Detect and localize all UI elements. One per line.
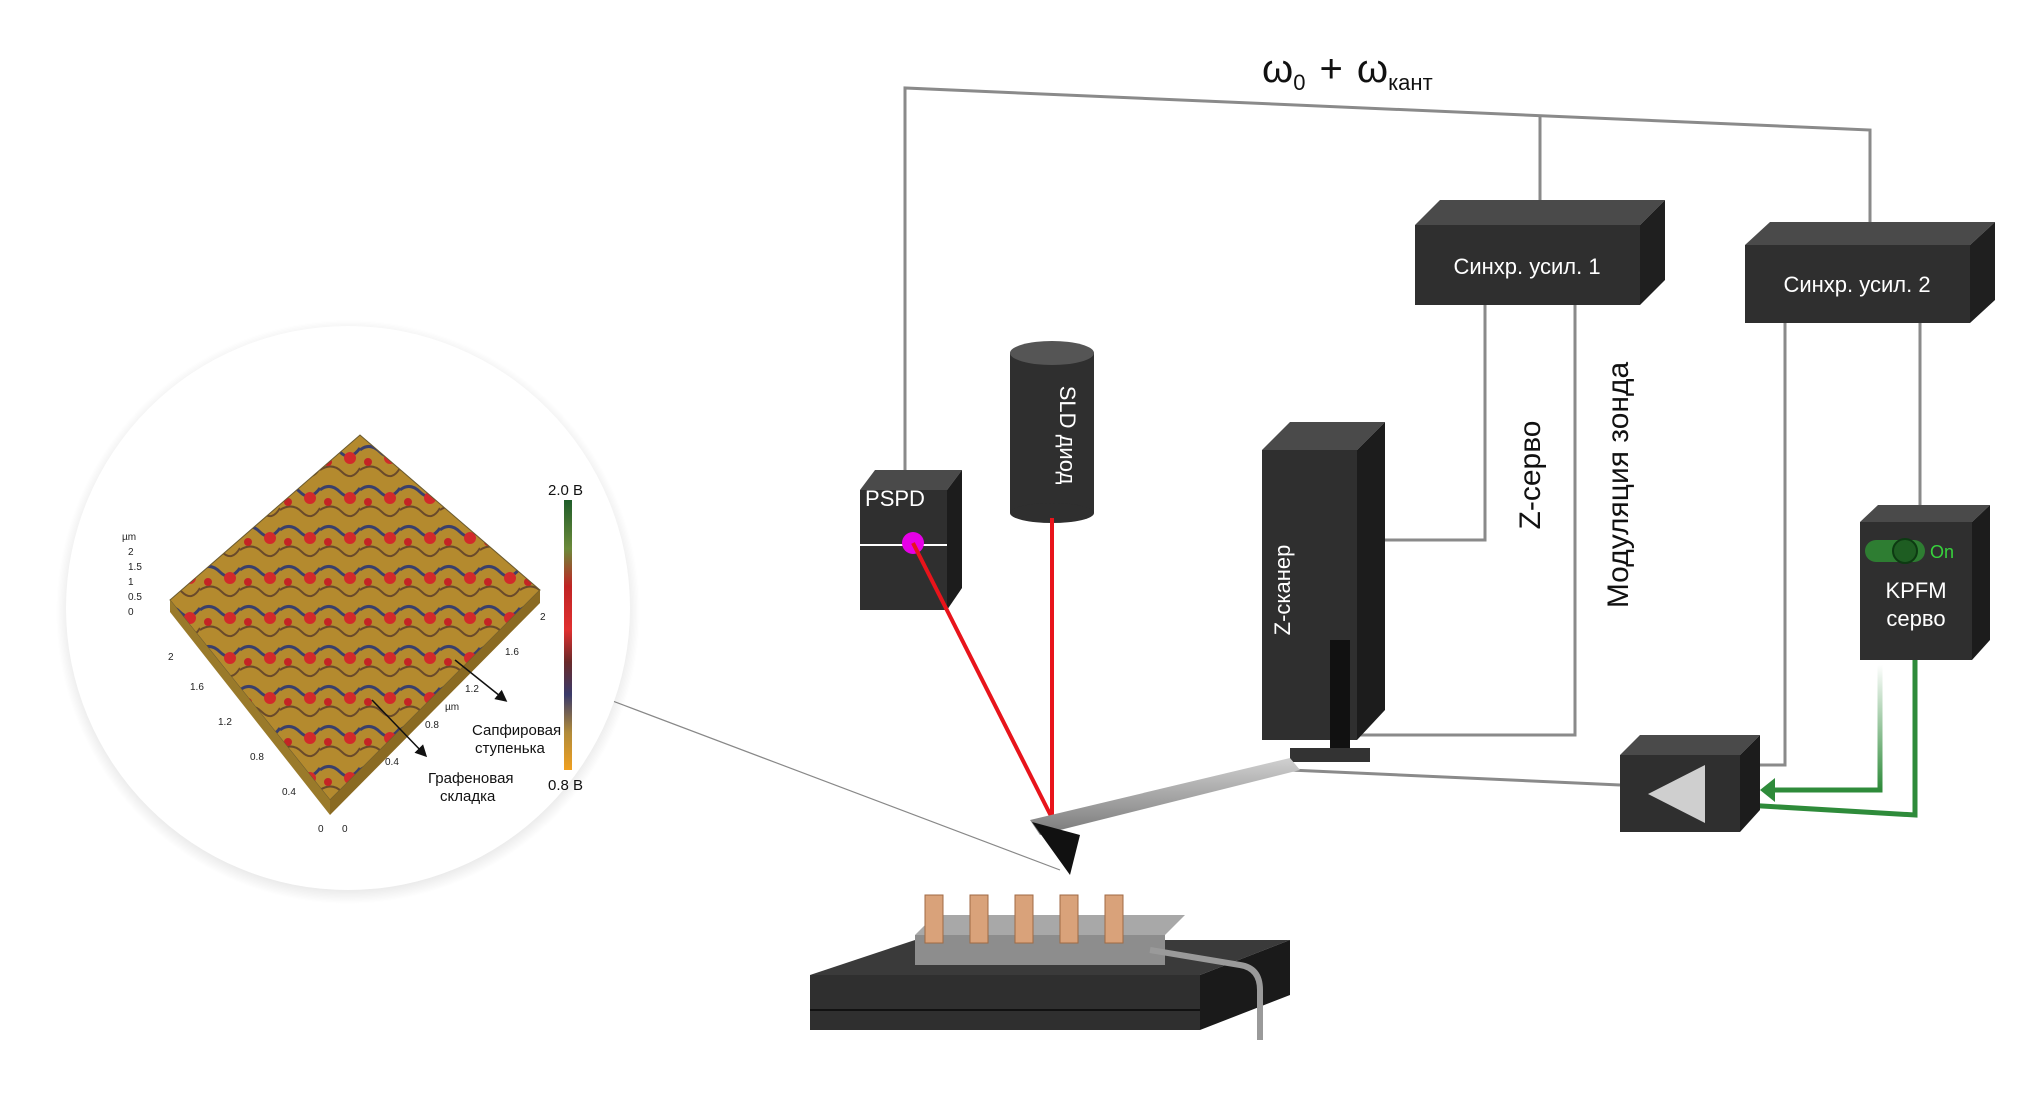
y-tick: 0 (342, 824, 348, 835)
x-tick: 0.8 (250, 752, 264, 763)
wire-cantilever-amp (1289, 768, 1621, 787)
annotation-sapphire-1: Сапфировая (472, 722, 561, 739)
kpfm-label-line1: KPFM (1885, 578, 1946, 603)
wire-top-to-pspd (903, 86, 1872, 480)
omega-sub-kant: кант (1388, 70, 1433, 95)
annotation-graphene-1: Графеновая (428, 770, 514, 787)
y-tick: 0.8 (425, 720, 439, 731)
wiring (903, 86, 1922, 787)
pspd-detector: PSPD (860, 470, 962, 610)
laser-reflected (911, 542, 1054, 819)
x-axis-unit: µm (445, 702, 459, 713)
scale-min-label: 0.8 В (548, 777, 583, 794)
toggle-on-label: On (1930, 542, 1954, 562)
omega-symbol-2: ω (1357, 47, 1388, 91)
y-tick: 1.2 (465, 684, 479, 695)
wire-lockin2-amp (1745, 320, 1787, 767)
y-tick: 2 (540, 612, 546, 623)
z-scanner: Z-сканер (1262, 422, 1385, 762)
color-scale-bar (564, 500, 572, 770)
lockin-amplifier-1: Синхр. усил. 1 (1415, 200, 1665, 305)
green-arrow-line (1775, 665, 1883, 793)
scale-max-label: 2.0 В (548, 482, 583, 499)
lockin2-label: Синхр. усил. 2 (1783, 272, 1930, 297)
amplifier-symbol (1648, 765, 1705, 823)
lockin1-label: Синхр. усил. 1 (1453, 254, 1600, 279)
lockin-amplifier-2: Синхр. усил. 2 (1745, 222, 1995, 323)
electrode-bars (924, 894, 1124, 944)
omega-symbol: ω (1262, 47, 1293, 91)
x-tick: 0.4 (282, 787, 296, 798)
z-tick: 2 (128, 547, 134, 558)
cantilever (1030, 758, 1300, 875)
z-tick: 1 (128, 577, 134, 588)
green-line-to-amp (1744, 650, 1918, 818)
sample-stage (810, 894, 1290, 1040)
svg-text:ω0+ωкант: ω0+ωкант (1262, 47, 1433, 95)
annotation-sapphire-2: ступенька (475, 740, 545, 757)
inset-connector (609, 699, 1061, 871)
frequency-formula: ω0+ωкант (1262, 47, 1433, 95)
wire-lockin1-modulation (1360, 300, 1577, 737)
z-tick: 0.5 (128, 592, 142, 603)
probe-tip (1032, 822, 1080, 875)
x-axis-ticks: 0 0.4 0.8 1.2 1.6 2 (168, 652, 324, 835)
zservo-label: Z-серво (1514, 421, 1547, 530)
y-tick: 1.6 (505, 647, 519, 658)
annotation-graphene-2: складка (440, 788, 496, 805)
afm-inset: 2.0 В 0.8 В Сапфировая ступенька Графено… (56, 320, 640, 904)
differential-amplifier (1620, 735, 1760, 832)
x-tick: 2 (168, 652, 174, 663)
x-tick: 1.6 (190, 682, 204, 693)
x-tick: 0 (318, 824, 324, 835)
kpfm-label-line2: серво (1886, 606, 1945, 631)
probe-modulation-label: Модуляция зонда (1602, 362, 1635, 609)
y-axis-ticks: 0 0.4 0.8 1.2 1.6 2 (342, 612, 546, 835)
z-tick: 0 (128, 607, 134, 618)
sld-diode: SLD диод (1010, 341, 1094, 523)
green-arrow-head (1760, 778, 1775, 802)
sample-wire (1149, 947, 1263, 1040)
plus-sign: + (1319, 47, 1342, 91)
omega-sub-0: 0 (1293, 70, 1305, 95)
laser-beams (911, 518, 1054, 819)
sld-label: SLD диод (1055, 386, 1080, 485)
z-axis-unit: µm (122, 532, 136, 543)
kpfm-toggle[interactable]: On (1865, 538, 1954, 564)
x-tick: 1.2 (218, 717, 232, 728)
zscanner-label: Z-сканер (1270, 545, 1295, 636)
z-tick: 1.5 (128, 562, 142, 573)
pspd-label: PSPD (865, 486, 925, 511)
y-tick: 0.4 (385, 757, 399, 768)
z-axis-ticks: 2 1.5 1 0.5 0 (128, 547, 142, 618)
kpfm-feedback-signal (1744, 650, 1918, 818)
substrate (915, 915, 1185, 935)
kpfm-servo: On KPFM серво (1860, 505, 1990, 660)
